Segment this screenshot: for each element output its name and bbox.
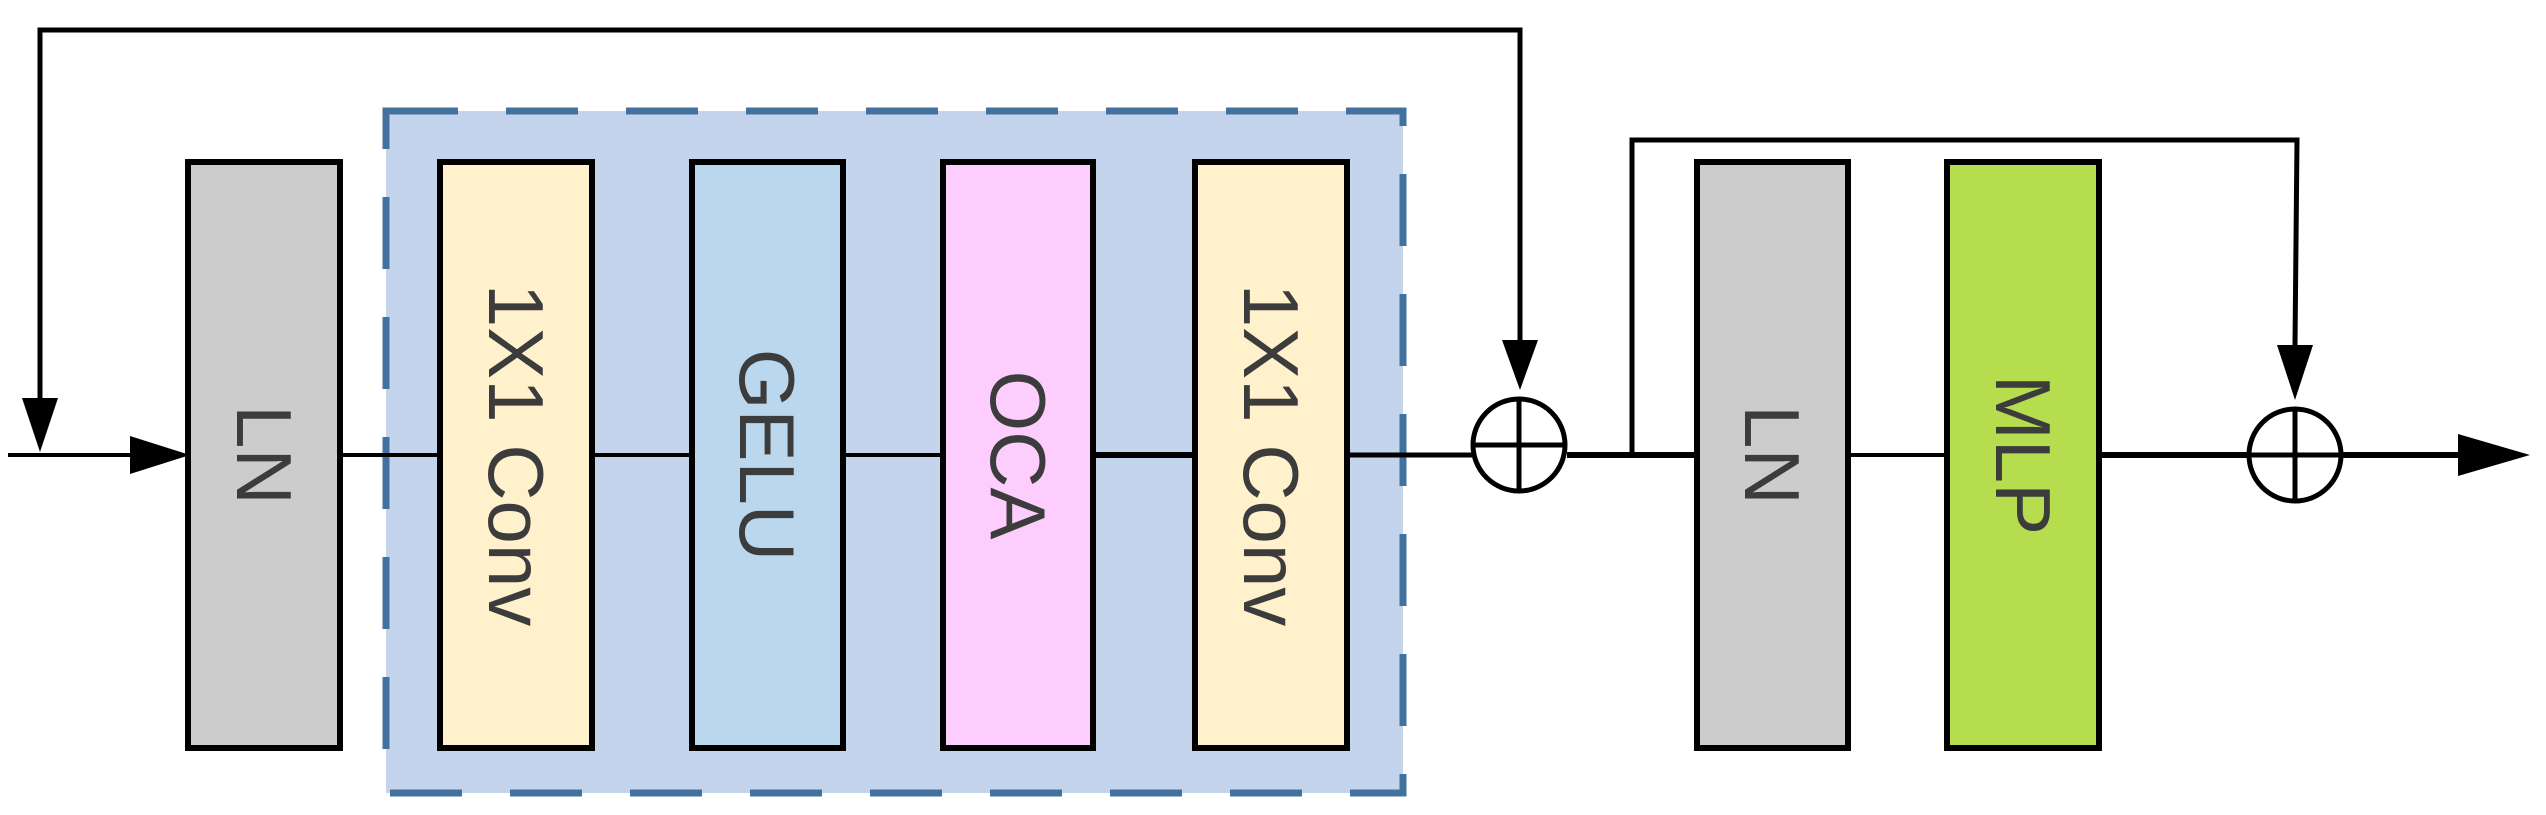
gelu-block-box xyxy=(689,159,846,751)
conv-block-2-label: 1X1 Conv xyxy=(1227,284,1315,627)
output-arrowhead xyxy=(2458,434,2530,476)
oca-block-box xyxy=(940,159,1096,751)
mlp-block: MLP xyxy=(1944,159,2102,751)
mlp-block-label: MLP xyxy=(1979,375,2067,535)
skip-connection-1 xyxy=(37,27,1523,420)
skip-arrowhead-1 xyxy=(1502,340,1538,390)
conv-block-2-box xyxy=(1192,159,1350,751)
gelu-block: GELU xyxy=(689,159,846,751)
ln-block-1-box xyxy=(185,159,343,751)
conv-block-1-box xyxy=(437,159,595,751)
oca-block-label: OCA xyxy=(974,370,1062,539)
conv-block-1: 1X1 Conv xyxy=(437,159,595,751)
input-arrowhead xyxy=(130,436,190,474)
add-node-2 xyxy=(2246,406,2344,504)
ln-block-2-label: LN xyxy=(1728,405,1816,505)
skip-arrowhead-2 xyxy=(2277,345,2313,400)
ln-block-1: LN xyxy=(185,159,343,751)
gelu-block-label: GELU xyxy=(723,349,811,561)
conv-block-1-label: 1X1 Conv xyxy=(472,284,560,627)
skip-connection-2 xyxy=(1629,137,2300,455)
ln-block-2: LN xyxy=(1694,159,1851,751)
ln-block-2-box xyxy=(1694,159,1851,751)
oca-block: OCA xyxy=(940,159,1096,751)
skip-input-arrowhead xyxy=(22,398,58,452)
conv-block-2: 1X1 Conv xyxy=(1192,159,1350,751)
add-node-1 xyxy=(1470,396,1568,494)
mlp-block-box xyxy=(1944,159,2102,751)
ln-block-1-label: LN xyxy=(220,405,308,505)
